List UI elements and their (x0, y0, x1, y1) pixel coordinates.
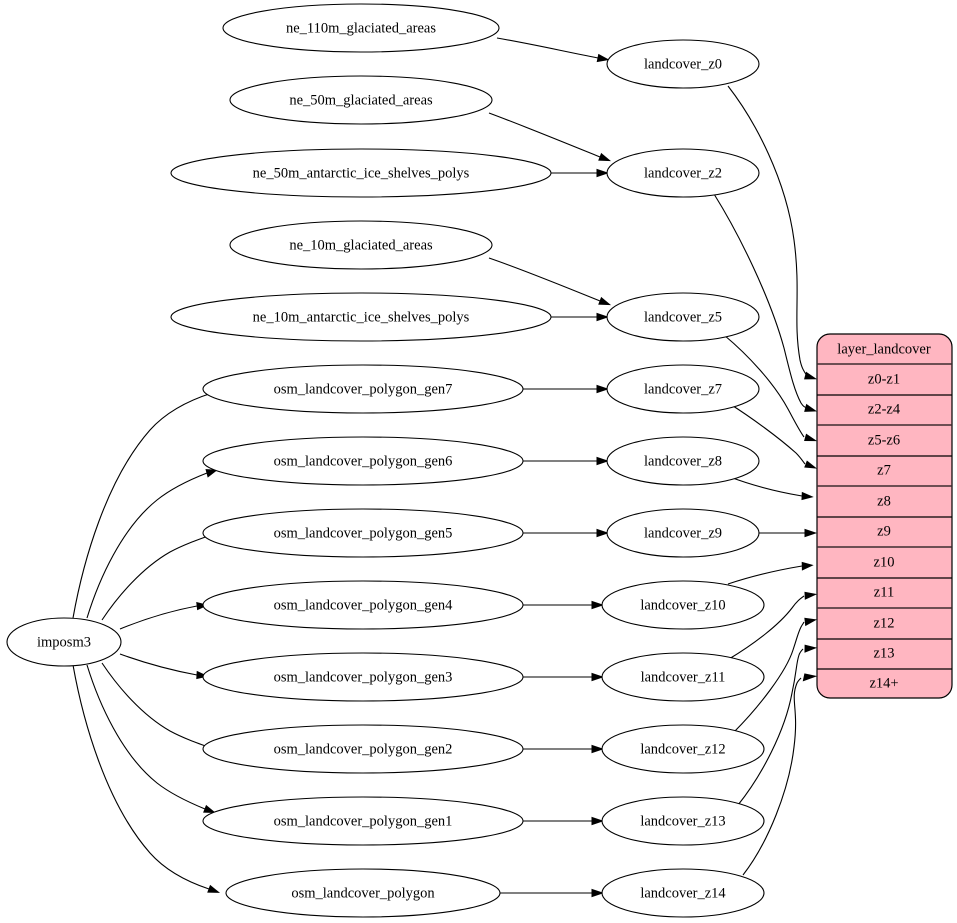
record-row-z13[interactable]: z13 (874, 645, 895, 661)
edge-z9-row-z9 (753, 528, 818, 538)
edge-z8-row-z8 (729, 476, 814, 501)
node-osm_landcover_polygon_gen2[interactable]: osm_landcover_polygon_gen2 (202, 724, 524, 774)
edge-ne50g-z2 (488, 112, 612, 162)
node-label: landcover_z12 (640, 741, 725, 757)
node-landcover_z5[interactable]: landcover_z5 (606, 292, 760, 342)
node-landcover_z0[interactable]: landcover_z0 (606, 39, 760, 89)
edge-z0-row-z0z1 (727, 85, 818, 380)
record-row-z8[interactable]: z8 (877, 493, 891, 509)
edge-z5-row-z5z6 (723, 334, 818, 442)
edge-z2-row-z2z4 (713, 193, 817, 412)
node-label: ne_110m_glaciated_areas (286, 20, 436, 36)
node-label: ne_50m_antarctic_ice_shelves_polys (253, 165, 470, 181)
node-landcover_z2[interactable]: landcover_z2 (606, 148, 760, 198)
edge-imposm3-polygon (72, 664, 221, 893)
node-label: landcover_z5 (644, 309, 722, 325)
edge-imposm3-gen4 (119, 601, 209, 630)
node-ne_10m_antarctic_ice_shelves_polys[interactable]: ne_10m_antarctic_ice_shelves_polys (170, 292, 552, 342)
natural-earth-nodes: ne_110m_glaciated_areas ne_50m_glaciated… (170, 3, 552, 342)
landcover-zoom-nodes: landcover_z0 landcover_z2 landcover_z5 l… (601, 39, 765, 918)
node-label: osm_landcover_polygon_gen1 (274, 813, 453, 829)
node-landcover_z14[interactable]: landcover_z14 (601, 868, 765, 918)
edge-ne10a-z5 (551, 312, 610, 322)
node-label: ne_50m_glaciated_areas (289, 92, 433, 108)
node-label: ne_10m_glaciated_areas (289, 237, 433, 253)
node-label: osm_landcover_polygon (291, 885, 435, 901)
node-label: landcover_z10 (640, 597, 725, 613)
edge-gen6-z8 (523, 456, 610, 466)
node-ne_110m_glaciated_areas[interactable]: ne_110m_glaciated_areas (222, 3, 500, 53)
node-osm_landcover_polygon[interactable]: osm_landcover_polygon (225, 868, 501, 918)
record-row-z0z1[interactable]: z0-z1 (868, 371, 900, 387)
node-label: landcover_z0 (644, 56, 722, 72)
record-row-z9[interactable]: z9 (877, 523, 891, 539)
edge-gen2-z12 (523, 744, 605, 754)
node-ne_50m_antarctic_ice_shelves_polys[interactable]: ne_50m_antarctic_ice_shelves_polys (170, 148, 552, 198)
node-label: ne_10m_antarctic_ice_shelves_polys (253, 309, 470, 325)
node-landcover_z12[interactable]: landcover_z12 (601, 724, 765, 774)
node-landcover_z13[interactable]: landcover_z13 (601, 796, 765, 846)
node-label: osm_landcover_polygon_gen5 (274, 525, 453, 541)
edge-ne110-z0 (496, 37, 610, 63)
node-landcover_z8[interactable]: landcover_z8 (606, 436, 760, 486)
node-label: landcover_z2 (644, 165, 722, 181)
node-osm_landcover_polygon_gen6[interactable]: osm_landcover_polygon_gen6 (202, 436, 524, 486)
record-row-z7[interactable]: z7 (877, 462, 891, 478)
node-osm_landcover_polygon_gen1[interactable]: osm_landcover_polygon_gen1 (202, 796, 524, 846)
node-osm_landcover_polygon_gen3[interactable]: osm_landcover_polygon_gen3 (202, 652, 524, 702)
record-row-z2z4[interactable]: z2-z4 (868, 401, 901, 417)
node-label: landcover_z14 (640, 885, 726, 901)
node-ne_10m_glaciated_areas[interactable]: ne_10m_glaciated_areas (229, 220, 493, 270)
record-row-z10[interactable]: z10 (874, 554, 895, 570)
node-label: osm_landcover_polygon_gen7 (274, 381, 453, 397)
node-label: landcover_z7 (644, 381, 722, 397)
record-row-z14plus[interactable]: z14+ (869, 675, 898, 691)
osm-source-nodes: osm_landcover_polygon_gen7 osm_landcover… (202, 364, 524, 918)
node-label: osm_landcover_polygon_gen2 (274, 741, 453, 757)
record-row-z12[interactable]: z12 (874, 615, 895, 631)
edge-ne10g-z5 (488, 257, 612, 306)
edge-imposm3-gen3 (119, 653, 209, 680)
edge-imposm3-gen7 (72, 389, 224, 619)
edge-imposm3-gen1 (86, 664, 216, 814)
node-osm_landcover_polygon_gen4[interactable]: osm_landcover_polygon_gen4 (202, 580, 524, 630)
edge-z11-row-z11 (728, 591, 818, 660)
node-landcover_z7[interactable]: landcover_z7 (606, 364, 760, 414)
node-label: landcover_z8 (644, 453, 722, 469)
edge-gen5-z9 (523, 528, 610, 538)
node-label: landcover_z9 (644, 525, 722, 541)
edge-z14-row-z14plus (742, 673, 818, 876)
record-header: layer_landcover (837, 341, 931, 357)
node-label: osm_landcover_polygon_gen3 (274, 669, 453, 685)
edge-gen1-z13 (523, 816, 605, 826)
edge-polygon-z14 (500, 888, 605, 898)
node-label: imposm3 (37, 634, 91, 650)
edge-gen3-z11 (523, 672, 605, 682)
node-landcover_z9[interactable]: landcover_z9 (606, 508, 760, 558)
node-ne_50m_glaciated_areas[interactable]: ne_50m_glaciated_areas (229, 75, 493, 125)
node-label: osm_landcover_polygon_gen6 (274, 453, 453, 469)
node-label: osm_landcover_polygon_gen4 (274, 597, 454, 613)
edge-z12-row-z12 (733, 617, 818, 733)
node-label: landcover_z11 (641, 669, 726, 685)
edge-z13-row-z13 (737, 644, 818, 806)
node-landcover_z11[interactable]: landcover_z11 (601, 652, 765, 702)
edge-gen4-z10 (523, 600, 605, 610)
edge-ne50a-z2 (551, 168, 610, 178)
edge-imposm3-gen6 (86, 469, 218, 619)
edge-gen7-z7 (523, 384, 610, 394)
record-row-z11[interactable]: z11 (874, 584, 894, 600)
node-landcover_z10[interactable]: landcover_z10 (601, 580, 765, 630)
edge-layer (72, 37, 818, 898)
layer-landcover-record[interactable]: layer_landcover z0-z1 z2-z4 z5-z6 z7 z8 … (816, 333, 953, 699)
node-label: landcover_z13 (640, 813, 725, 829)
node-osm_landcover_polygon_gen5[interactable]: osm_landcover_polygon_gen5 (202, 508, 524, 558)
node-osm_landcover_polygon_gen7[interactable]: osm_landcover_polygon_gen7 (202, 364, 524, 414)
record-row-z5z6[interactable]: z5-z6 (868, 432, 900, 448)
edge-z7-row-z7 (729, 403, 818, 469)
edge-z10-row-z10 (727, 561, 814, 585)
node-imposm3[interactable]: imposm3 (6, 617, 122, 667)
